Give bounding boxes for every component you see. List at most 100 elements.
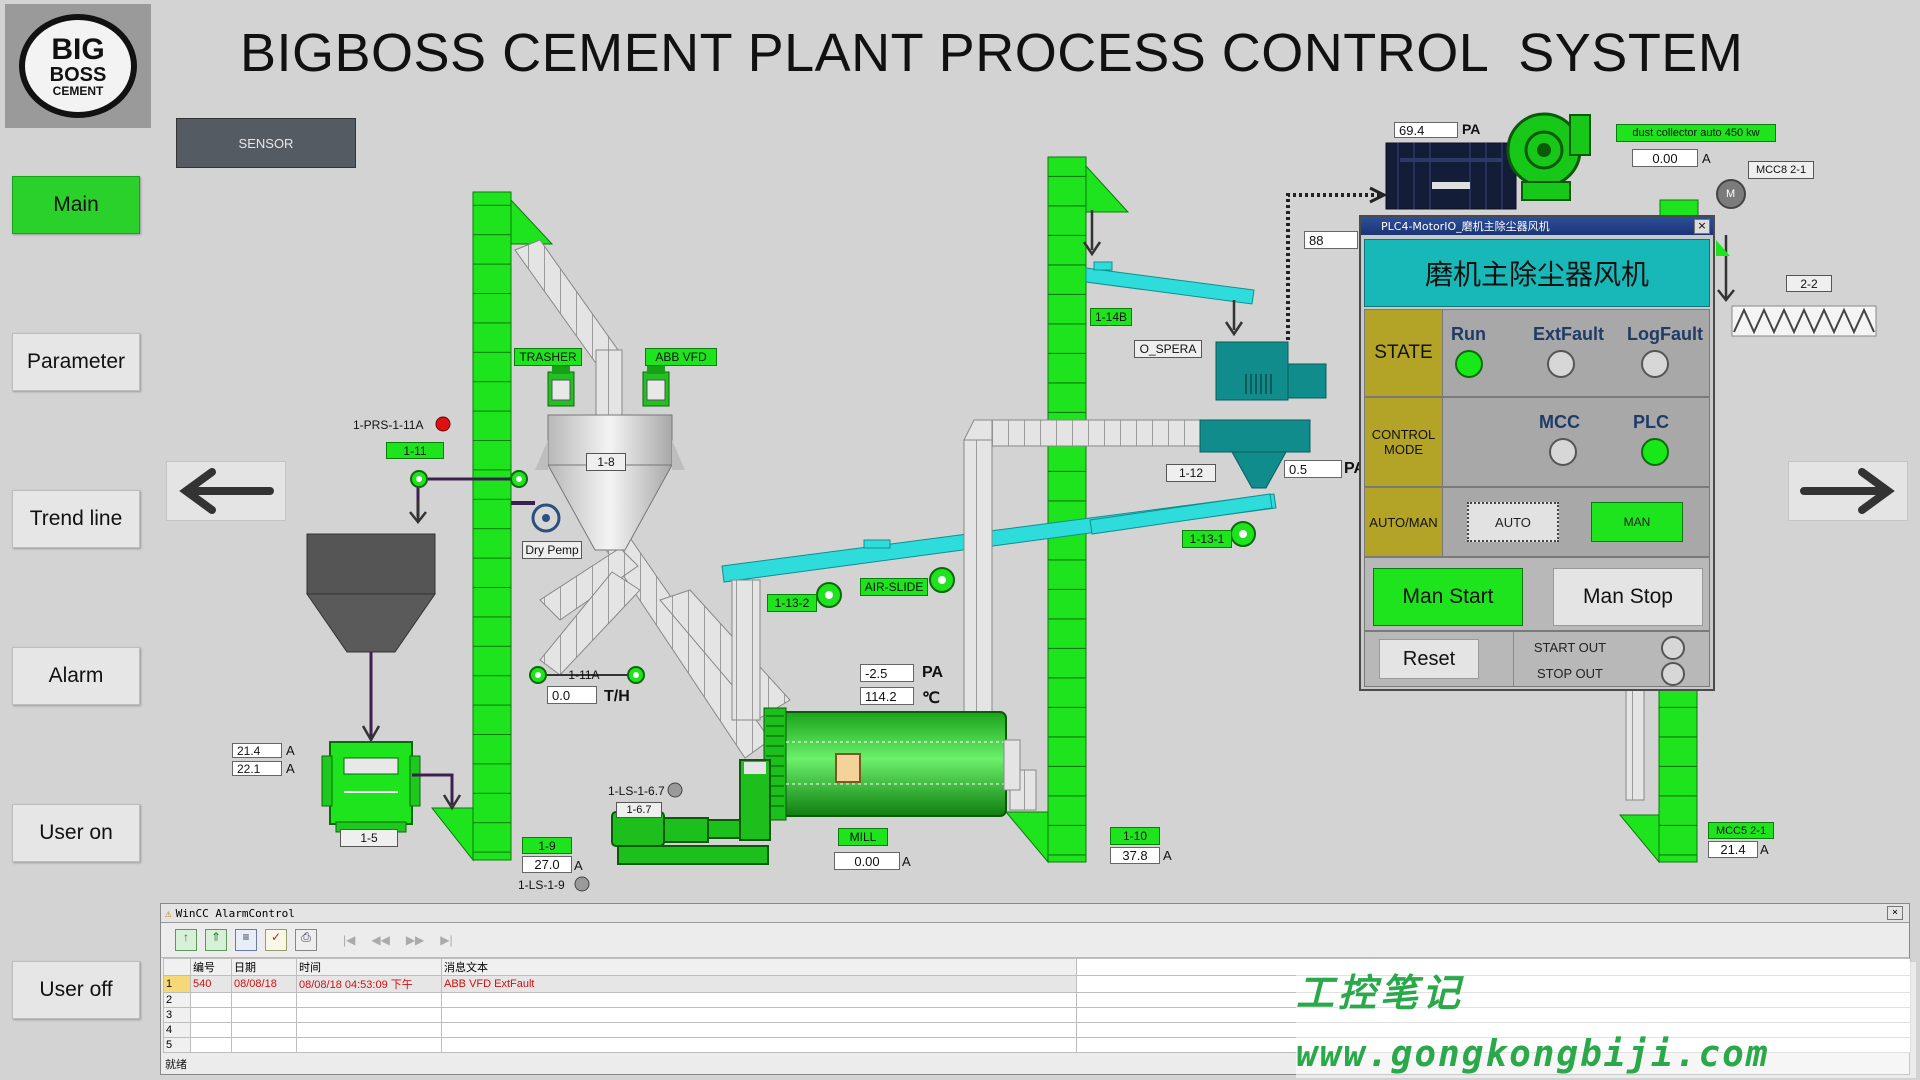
col-message[interactable]: 消息文本 [441,958,1077,976]
list-icon[interactable]: ≡ [235,929,257,951]
tag-1-9[interactable]: 1-9 [522,837,572,854]
alarm-text [441,1037,1077,1053]
start-out-label: START OUT [1533,640,1607,655]
man-start-button[interactable]: Man Start [1373,568,1523,626]
separator-o-spera[interactable] [1199,341,1327,489]
nav-user-off-button[interactable]: User off [12,961,140,1019]
mcc5-amp-value: 21.4 [1708,841,1758,858]
tag-1-6-7[interactable]: 1-6.7 [616,802,662,818]
alarm-date [231,992,297,1008]
tag-1-5[interactable]: 1-5 [340,829,398,847]
crusher-amp-2: 22.1 [232,761,282,776]
alarm-text [441,1007,1077,1023]
blower-air-slide-icon[interactable] [929,567,955,593]
arrow-right-icon [1800,468,1895,514]
popup-close-button[interactable]: × [1694,219,1710,234]
logo: BIG BOSS CEMENT [5,4,151,128]
feed-hopper[interactable] [306,533,436,595]
prs-label: 1-PRS-1-11A [353,418,424,432]
first-page-icon[interactable]: |◀ [343,933,356,947]
acknowledge-all-icon[interactable]: ⇑ [205,929,227,951]
print-icon[interactable]: ⎙ [295,929,317,951]
amp-1-10-value: 37.8 [1110,847,1160,864]
motor-m-icon[interactable] [1716,179,1746,209]
extfault-label: ExtFault [1533,324,1605,344]
bucket-elevator-right[interactable] [1047,156,1087,863]
blower-1-13-1-icon[interactable] [1230,521,1256,547]
popup-auto-man-row: AUTO/MAN AUTO MAN [1364,487,1710,557]
crusher-amp-1-unit: A [286,743,295,758]
alarm-date [231,1037,297,1053]
trasher-motor[interactable] [547,366,575,407]
prev-page-icon[interactable]: ◀◀ [371,933,390,947]
alarm-window-title: WinCC AlarmControl [175,906,295,920]
auto-button[interactable]: AUTO [1467,502,1559,542]
screw-conveyor-2-2[interactable] [1731,305,1877,337]
mill-drive-motor[interactable] [611,759,771,865]
o-spera-tag[interactable]: O_SPERA [1134,340,1202,358]
col-date[interactable]: 日期 [231,958,297,976]
mcc5-tag[interactable]: MCC5 2-1 [1708,822,1774,839]
tag-1-12[interactable]: 1-12 [1166,464,1216,482]
col-number[interactable]: 编号 [190,958,232,976]
motor-control-popup[interactable]: PLC4-MotorIO_磨机主除尘器风机 × 磨机主除尘器风机 STATE R… [1359,215,1715,691]
alarm-date [231,1007,297,1023]
bucket-elevator-left[interactable] [472,191,512,861]
air-slide-tag[interactable]: AIR-SLIDE [860,578,928,596]
nav-trend-line-button[interactable]: Trend line [12,490,140,548]
reset-button[interactable]: Reset [1379,639,1479,679]
nav-parameter-button[interactable]: Parameter [12,333,140,391]
stop-out-label: STOP OUT [1537,666,1603,681]
tag-1-13-1[interactable]: 1-13-1 [1182,530,1232,548]
cyclone-side-right [672,440,685,470]
sensor-button[interactable]: SENSOR [176,118,356,168]
air-slide-1-14b[interactable] [1085,267,1255,305]
air-slide-1-13-1[interactable] [1089,493,1273,535]
alarm-date: 08/08/18 [231,975,297,993]
control-mode-label: CONTROL MODE [1365,398,1443,486]
mcc8-tag[interactable]: MCC8 2-1 [1748,161,1814,179]
dry-pemp-tag[interactable]: Dry Pemp [522,541,582,559]
trasher-tag[interactable]: TRASHER [514,348,582,366]
bucket-elevator-far-right[interactable] [1658,685,1698,863]
tag-1-11[interactable]: 1-11 [386,442,444,459]
tag-1-14b[interactable]: 1-14B [1090,308,1132,326]
alarm-close-button[interactable]: × [1887,906,1903,920]
logo-line3: CEMENT [52,84,104,98]
alarm-text [441,1022,1077,1038]
dust-collector-tag[interactable]: dust collector auto 450 kw [1616,124,1776,142]
prev-screen-button[interactable] [166,461,286,521]
page-title: BIGBOSS CEMENT PLANT PROCESS CONTROL SYS… [240,23,1744,83]
check-list-icon[interactable]: ✓ [265,929,287,951]
elevator-left-head [510,198,554,245]
alarm-titlebar[interactable]: ⚠ WinCC AlarmControl × [161,904,1909,923]
tag-1-10[interactable]: 1-10 [1110,827,1160,845]
next-page-icon[interactable]: ▶▶ [405,933,425,947]
dust-collector[interactable] [1385,142,1517,210]
last-page-icon[interactable]: ▶| [440,933,453,947]
nav-main-button[interactable]: Main [12,176,140,234]
acknowledge-icon[interactable]: ↑ [175,929,197,951]
man-button[interactable]: MAN [1591,502,1683,542]
tag-2-2[interactable]: 2-2 [1786,275,1832,292]
nav-user-on-button[interactable]: User on [12,804,140,862]
duct-separator-return [963,439,993,721]
nav-alarm-button[interactable]: Alarm [12,647,140,705]
abb-vfd-tag[interactable]: ABB VFD [645,348,717,366]
ball-mill[interactable] [763,707,1021,821]
dry-pump-fan-icon[interactable] [531,503,561,533]
crusher-1-5[interactable] [321,741,421,833]
next-screen-button[interactable] [1788,461,1908,521]
mill-pressure-value: -2.5 [860,664,914,682]
abb-vfd-motor[interactable] [642,366,670,407]
dust-collector-fan-icon[interactable] [1506,112,1591,201]
mill-tag[interactable]: MILL [838,828,888,846]
tag-1-11a[interactable]: 1-11A [568,668,600,682]
elevator-right-boot [1004,811,1049,864]
tag-1-13-2[interactable]: 1-13-2 [767,594,817,612]
man-stop-button[interactable]: Man Stop [1553,568,1703,626]
tag-1-8[interactable]: 1-8 [586,453,626,471]
popup-titlebar[interactable]: PLC4-MotorIO_磨机主除尘器风机 × [1361,217,1713,235]
blower-1-13-2-icon[interactable] [816,582,842,608]
col-time[interactable]: 时间 [296,958,442,976]
